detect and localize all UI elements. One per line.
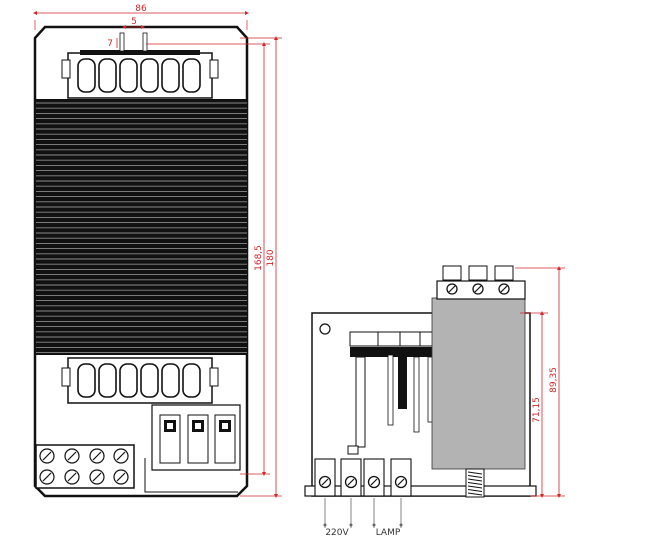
- side-bottom-screw-slot: [347, 478, 355, 486]
- dim-total-height: 180: [266, 249, 276, 266]
- plug-pin-slot: [42, 451, 52, 461]
- heatsink-ribs: [36, 99, 247, 355]
- bottom-terminal-strip: [61, 357, 219, 404]
- bottom-terminal-cell: [77, 363, 96, 398]
- plug-pin-slot: [116, 472, 126, 482]
- top-terminal-cell: [140, 58, 159, 93]
- bottom-terminal-cell: [182, 363, 201, 398]
- bottom-terminal-cell: [140, 363, 159, 398]
- front-dimensions: 86 5 7 168,5 180: [33, 4, 282, 498]
- side-view: 220V LAMP: [304, 265, 537, 538]
- side-wires: [323, 498, 403, 528]
- top-terminal-cell: [161, 58, 180, 93]
- label-supply: 220V: [325, 528, 349, 538]
- plug-pin-slot: [92, 472, 102, 482]
- front-view: [33, 25, 249, 498]
- thread-line: [467, 485, 483, 489]
- bottom-terminal-cell: [98, 363, 117, 398]
- label-lamp: LAMP: [376, 528, 401, 538]
- dim-slot-height: 7: [107, 39, 113, 49]
- front-connector-block: [144, 404, 241, 493]
- top-terminal-cell: [119, 58, 138, 93]
- dim-slot-gap: 5: [131, 17, 137, 27]
- side-transformer-block: [431, 297, 526, 470]
- side-top-terminal-cap: [468, 265, 488, 281]
- side-bottom-terminals: [314, 458, 412, 497]
- thread-line: [467, 471, 483, 475]
- thread-line: [467, 482, 483, 485]
- top-terminal-cell: [182, 58, 201, 93]
- dim-side-total: 89,35: [549, 367, 559, 393]
- thread-line: [467, 489, 483, 492]
- side-top-terminal-cap: [442, 265, 462, 281]
- side-bottom-screw-slot: [397, 478, 405, 486]
- plug-pin-slot: [42, 472, 52, 482]
- side-bottom-screw-slot: [321, 478, 329, 486]
- side-thread: [465, 468, 485, 498]
- dim-side-body: 71,15: [532, 397, 542, 423]
- front-connector-screw-head: [222, 423, 228, 429]
- dim-width: 86: [135, 4, 147, 14]
- thread-line: [467, 478, 483, 482]
- front-plug: [35, 444, 135, 489]
- plug-pin-slot: [116, 451, 126, 461]
- thread-line: [467, 475, 483, 478]
- bottom-terminal-cell: [161, 363, 180, 398]
- side-dimensions: 71,15 89,35: [515, 266, 565, 498]
- top-terminal-cell: [98, 58, 117, 93]
- side-top-terminals: [436, 265, 526, 300]
- top-terminal-strip: [61, 32, 219, 99]
- side-inner-terminals: [349, 331, 436, 347]
- side-bottom-screw-slot: [370, 478, 378, 486]
- side-top-screw-slot: [500, 285, 508, 293]
- thread-line: [467, 492, 483, 496]
- bottom-terminal-cell: [119, 363, 138, 398]
- top-terminal-cell: [77, 58, 96, 93]
- side-top-screw-slot: [448, 285, 456, 293]
- dim-inner-height: 168,5: [254, 245, 264, 271]
- front-connector-screw-head: [195, 423, 201, 429]
- front-connector-screw-head: [167, 423, 173, 429]
- side-top-screw-slot: [474, 285, 482, 293]
- plug-pin-slot: [67, 451, 77, 461]
- side-top-terminal-cap: [494, 265, 514, 281]
- plug-pin-slot: [92, 451, 102, 461]
- plug-pin-slot: [67, 472, 77, 482]
- mounting-hole: [319, 323, 331, 335]
